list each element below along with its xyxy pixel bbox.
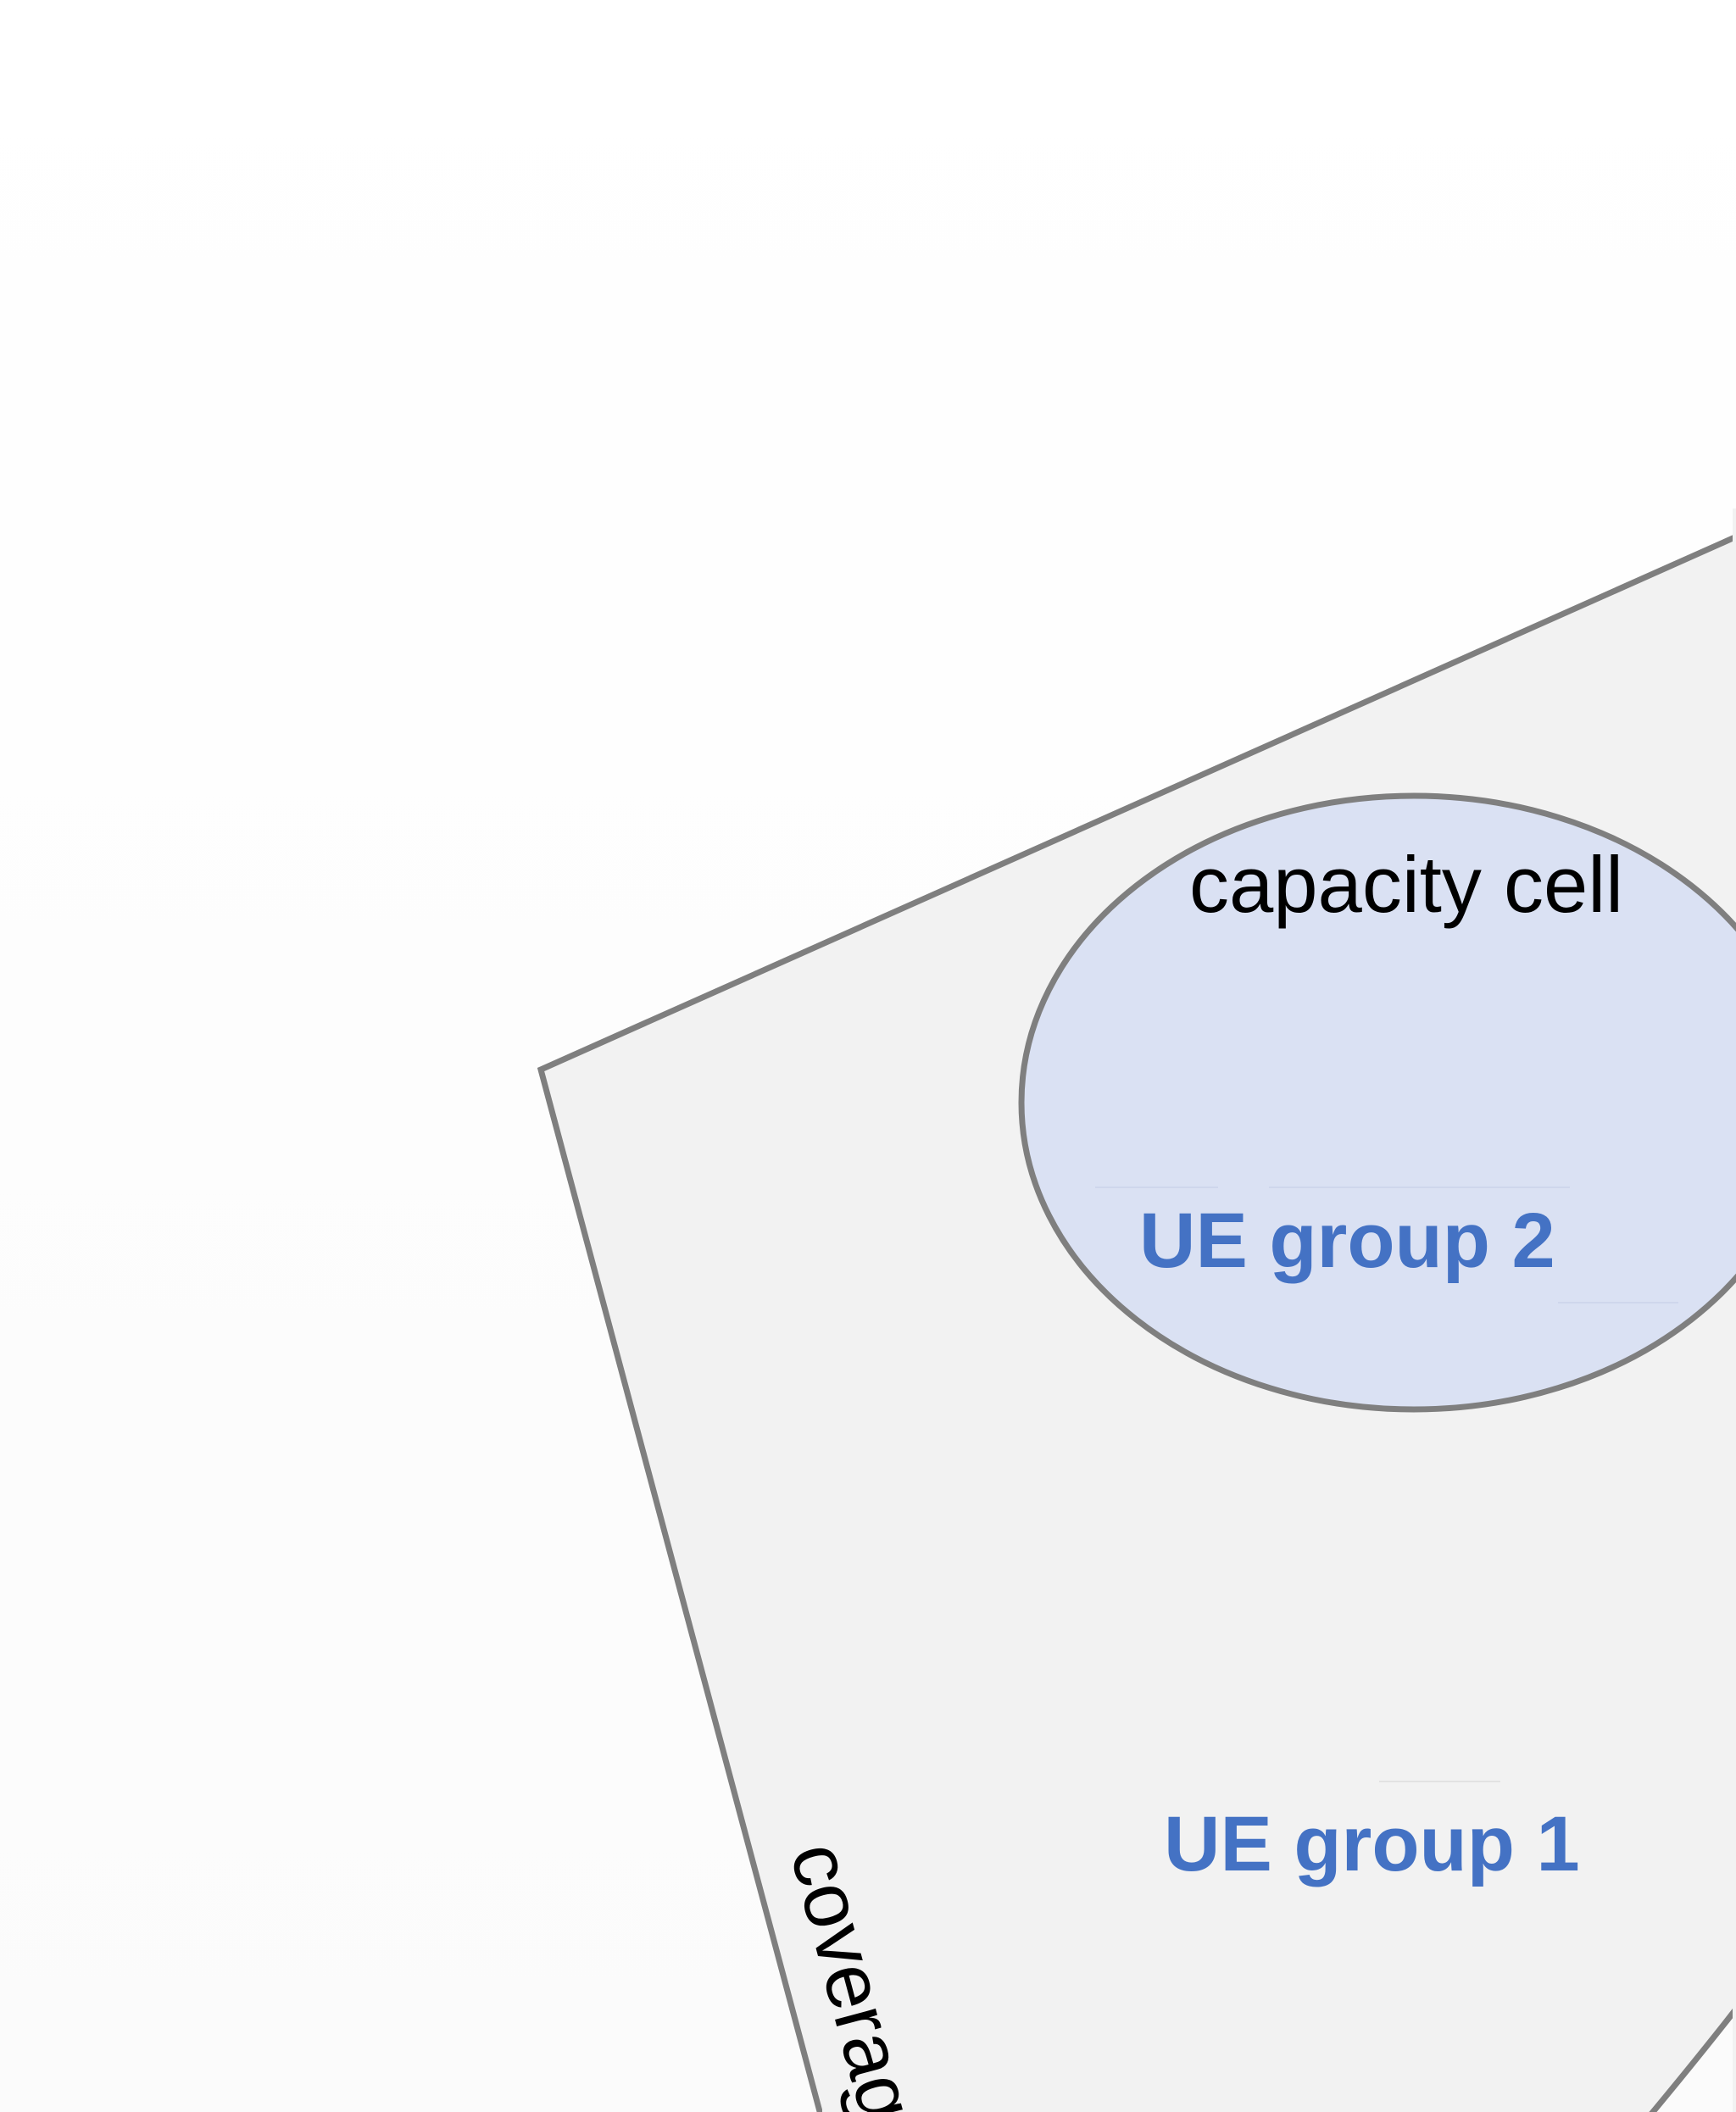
capacity-cell-label: capacity cell: [1189, 840, 1623, 929]
coverage-bottom-mask: [822, 2109, 1649, 2112]
coverage-edge-mask: [1733, 509, 1736, 2112]
capacity-cell-shape: [1018, 792, 1736, 1413]
ue-group-2-label: UE group 2: [1139, 1198, 1555, 1284]
ue-group-1-label: UE group 1: [1164, 1801, 1580, 1887]
